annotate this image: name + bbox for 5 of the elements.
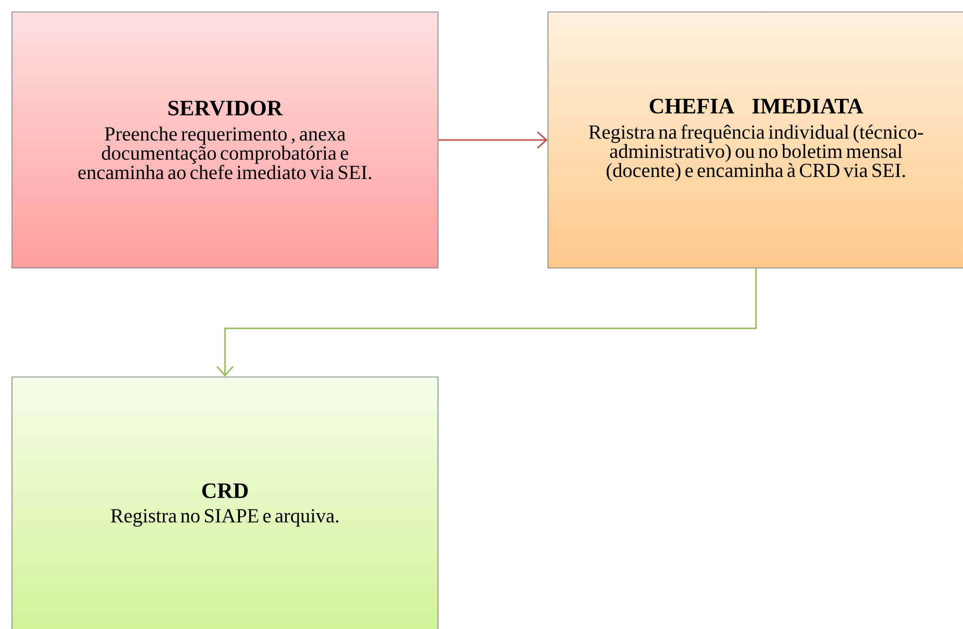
process-box: CRD Registra no SIAPE e arquiva.: [12, 376, 438, 629]
arrow: [216, 268, 757, 377]
arrow: [438, 131, 548, 149]
process-box: SERVIDOR Preenche requerimento , anexa documentação comprobatória e encaminha ao chefe imediato via SEI.: [12, 12, 438, 268]
process-box: CHEFIA IMEDIATA Registra na frequência individual (técnico-administrativo) ou no boletim mensal (docente) e encaminha à CRD via SEI.: [548, 12, 963, 268]
